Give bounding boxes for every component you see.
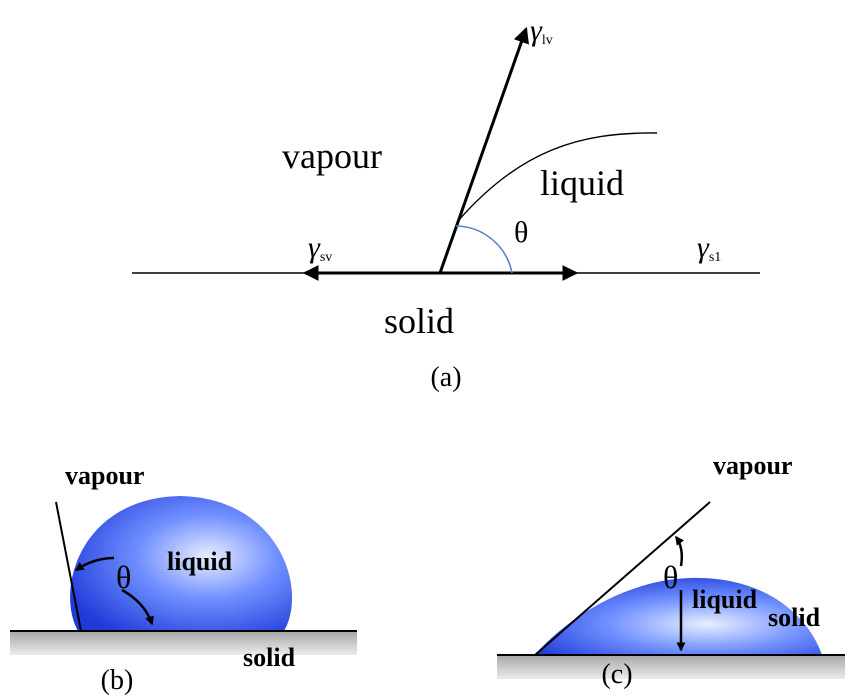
caption-a: (a) xyxy=(430,362,461,393)
caption-c: (c) xyxy=(601,659,632,690)
angle-arrow-lower xyxy=(121,588,154,626)
liquid-drop xyxy=(535,577,822,655)
angle-arrow-upper xyxy=(674,535,685,567)
solid-label: solid xyxy=(243,643,296,672)
liquid-drop xyxy=(70,496,293,631)
theta-label: θ xyxy=(663,559,678,595)
solid-surface xyxy=(10,631,357,655)
tangent-line xyxy=(55,501,82,632)
gamma-sv-symbol: γ xyxy=(308,231,321,264)
gamma-sv-label: γsv xyxy=(308,231,332,265)
theta-label: θ xyxy=(116,559,131,595)
vapour-label: vapour xyxy=(282,136,382,176)
solid-surface xyxy=(497,655,845,679)
gamma-sl-label: γs1 xyxy=(697,231,721,265)
gamma-lv-subscript: lv xyxy=(542,33,553,48)
angle-arrow-upper xyxy=(74,556,115,572)
liquid-label: liquid xyxy=(540,163,624,203)
contact-angle-arc xyxy=(455,225,513,274)
gamma-sl-symbol: γ xyxy=(697,231,710,264)
panel-b: vapour liquid solid θ (b) xyxy=(10,461,357,695)
liquid-label: liquid xyxy=(167,547,233,576)
liquid-interface-curve xyxy=(457,132,658,222)
solid-label: solid xyxy=(384,301,454,341)
vapour-label: vapour xyxy=(65,461,144,490)
gamma-lv-label: γlv xyxy=(530,14,553,48)
panel-a: vapour liquid solid θ γlv γsv γs1 (a) xyxy=(132,14,760,393)
gamma-sl-subscript: s1 xyxy=(709,250,721,265)
gamma-lv-arrow xyxy=(438,26,529,274)
gamma-sv-subscript: sv xyxy=(320,250,332,265)
gamma-lv-symbol: γ xyxy=(530,14,543,47)
panel-c: vapour liquid solid θ (c) xyxy=(497,451,845,690)
caption-b: (b) xyxy=(101,665,134,695)
theta-label: θ xyxy=(514,216,528,249)
solid-label: solid xyxy=(768,603,821,632)
vapour-label: vapour xyxy=(713,451,792,480)
liquid-label: liquid xyxy=(692,585,758,614)
tangent-line xyxy=(534,501,711,656)
